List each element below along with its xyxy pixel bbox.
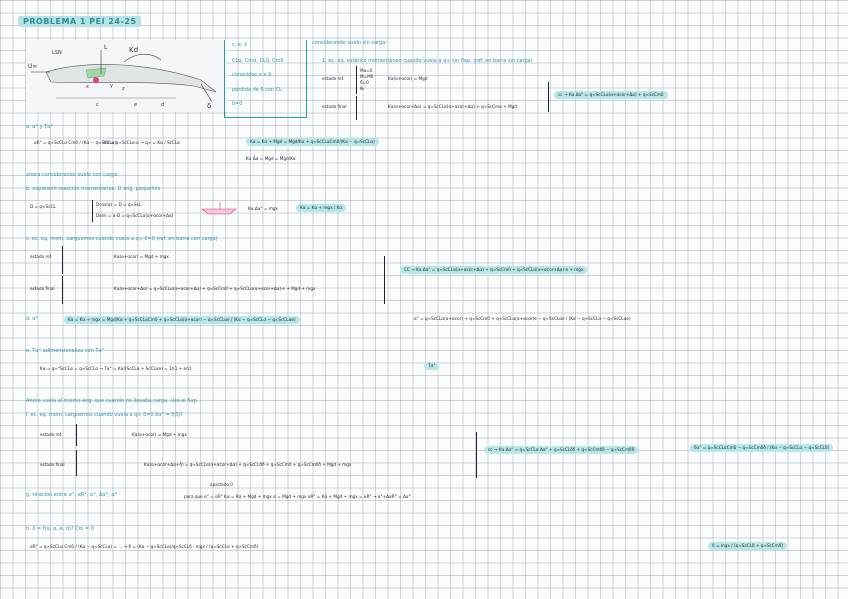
f-brace-final — [76, 450, 77, 476]
section-f-heading: f. ec. eq. mom. carguemos cuando vuela a… — [26, 412, 183, 418]
s1-cond-2: M=Mδ — [360, 74, 374, 79]
s1-eq-final: Kα(α+αcor+Δα) = q∞ScCLα(α+αcor+Δα) + q∞S… — [388, 104, 517, 109]
label-l: L — [104, 44, 108, 51]
load-sketch — [201, 202, 237, 215]
b-eq-5: Kα = Kα + mgx / Kα — [296, 204, 347, 212]
f-state-ref: estado ref. — [40, 432, 63, 437]
f-state-final: estado final — [40, 462, 65, 467]
b-eq-4: Kα Δα° = mgx — [248, 206, 278, 211]
s1-bar — [548, 82, 549, 112]
given-box-right — [306, 40, 307, 118]
given-box-bottom — [224, 117, 307, 118]
section-g-heading: g. relación entre α°, αR°, α°, Δα°, α° — [26, 492, 118, 498]
s1-eq-ref: Kα(α+αcor) = Mgd — [388, 76, 428, 81]
c-eq-ref: Kα(α+αcor) = Mgd + mgx — [114, 254, 169, 259]
a-eq-2: Kα = q∞ScCLα·α → q∞ = Kα / ScCLα — [104, 140, 180, 145]
given-4: pérdida de δ con CL — [232, 87, 282, 93]
b-eq-3: Dsen = α·D = q∞ScCLα(α+αcor+Δα) — [96, 213, 174, 218]
f-brace-ref — [76, 424, 77, 446]
given-2: CLα, Cmα, CLδ, Cmδ — [232, 58, 284, 64]
f-result: cc → Kα Δα° = q∞ScCLα Δα° + q∞ScCLδδ + q… — [484, 446, 639, 454]
section-e-heading: e. Tα° adimensionaliza con Tα° — [26, 348, 105, 354]
h-final: δ = mgx / (q∞ScCLδ + q∞ScCmδ) — [708, 542, 788, 550]
f-eq-final: Kα(α+αcor+Δα+δ) = q∞ScCLα(α+αcor+Δα) + q… — [144, 462, 352, 467]
given-3: conocidos α e δ — [232, 72, 272, 78]
b-eq-1: D = q∞ScCL — [30, 204, 56, 209]
label-lsn: LSN — [52, 50, 62, 56]
s1-brace-final — [356, 96, 357, 120]
f-eq-ref: Kα(α+αcor) = Mgd + mgx — [132, 432, 187, 437]
h-eq: αR° = q∞ScCLα Cm0 / (Kα − q∞ScCLα) = ...… — [30, 544, 259, 549]
g-note: apartado 0 — [210, 482, 233, 487]
label-y: y — [110, 83, 113, 89]
e-result-box: Tα° — [424, 362, 440, 370]
label-e: e — [134, 102, 137, 108]
s1-cond-1: Mα=0 — [360, 68, 373, 73]
f-result-2: δα° = q∞ScCLαCm0 − q∞ScCmδδ / (Kα − q∞Sc… — [690, 444, 834, 452]
c-result: CC → Kα Δα° = q∞ScCLα(α+αcor+Δα) + q∞ScC… — [400, 266, 588, 274]
a-eq-4: Kα Δα = Mgd = Mgd/Kα — [246, 156, 296, 161]
section-a-heading: a. α° y Tα° — [26, 124, 54, 130]
s1-cond-4: θ₀ — [360, 86, 365, 91]
s1-state-final: estado final — [322, 104, 347, 109]
d-eq: Kα = Kα + mgx = Mgd/Kα + q∞ScCLαCm0 + q∞… — [64, 316, 300, 324]
label-u: U∞ — [28, 63, 37, 70]
given-5: δ=0 — [232, 101, 243, 107]
s1-brace-ref — [356, 66, 357, 94]
d-eq-2: α° = q∞ScCLα(α+αcor) + q∞ScCm0 + q∞ScCLα… — [414, 316, 631, 321]
s1-result: cc → Kα Δα° = q∞ScCLα(α+αcor+Δα) + q∞ScC… — [554, 91, 668, 99]
aircraft-diagram: U∞ LSN Kd L δ x y z c d e — [26, 40, 226, 112]
section-1-heading: 1. ec. eq. estático momentáneo cuando vu… — [322, 58, 533, 64]
f-intro-text: Ahora vuela al mismo áng. que cuando no … — [26, 398, 199, 404]
c-state-ref: estado ref. — [30, 254, 53, 259]
c-brace-ref — [62, 246, 63, 274]
g-eq: para que α° = αR° Kα = Kα + Mgd + mgx α … — [184, 494, 411, 499]
s1-cond-3: δ=0 — [360, 80, 369, 85]
label-kd: Kd — [129, 46, 138, 54]
section-b-heading: b. expresión reacción momentánea. D áng.… — [26, 186, 161, 192]
vuelo-carga-text: ahora considerando vuelo con carga: — [26, 172, 119, 178]
b-eq-2: Dcos(α) = D = q∞ScL — [96, 202, 142, 207]
c-state-final: estado final — [30, 286, 55, 291]
section-c-heading: c. ec. eq. mom. carguemos cuando vuela a… — [26, 236, 218, 242]
intro-text: considerando vuelo sin carga: — [312, 40, 388, 46]
label-x: x — [86, 84, 89, 90]
section-h-heading: h. δ = f(α, α, e, d)? Cm = 0 — [26, 526, 94, 532]
given-box-left — [224, 40, 225, 118]
section-d-heading: d. α° — [26, 316, 39, 322]
f-bar — [476, 432, 477, 478]
label-d: d — [161, 102, 164, 108]
e-eq: Kα = q∞°ScCLα = q∞ScCLα → Tα° = Kα/(ScCL… — [40, 366, 192, 371]
label-delta: δ — [207, 102, 211, 110]
c-bar — [384, 256, 385, 304]
b-brace — [92, 200, 93, 222]
c-brace-final — [62, 276, 63, 304]
a-eq-3: Kα = Kα + Mgd = Mgd/Kα + q∞ScCLαCm0/(Kα … — [246, 138, 379, 146]
label-z: z — [122, 86, 125, 92]
a-eq-1: αR° = q∞ScCLα Cm0 / (Kα − q∞ScCLα) — [34, 140, 117, 145]
label-c: c — [96, 102, 99, 108]
page-title: PROBLEMA 1 PEI 24-25 — [18, 16, 142, 27]
c-eq-final: Kα(α+αcor+Δα) = q∞ScCLα(α+αcor+Δα) + q∞S… — [114, 286, 316, 291]
given-1: c, e, x — [232, 42, 248, 48]
s1-state-ref: estado ref. — [322, 76, 345, 81]
